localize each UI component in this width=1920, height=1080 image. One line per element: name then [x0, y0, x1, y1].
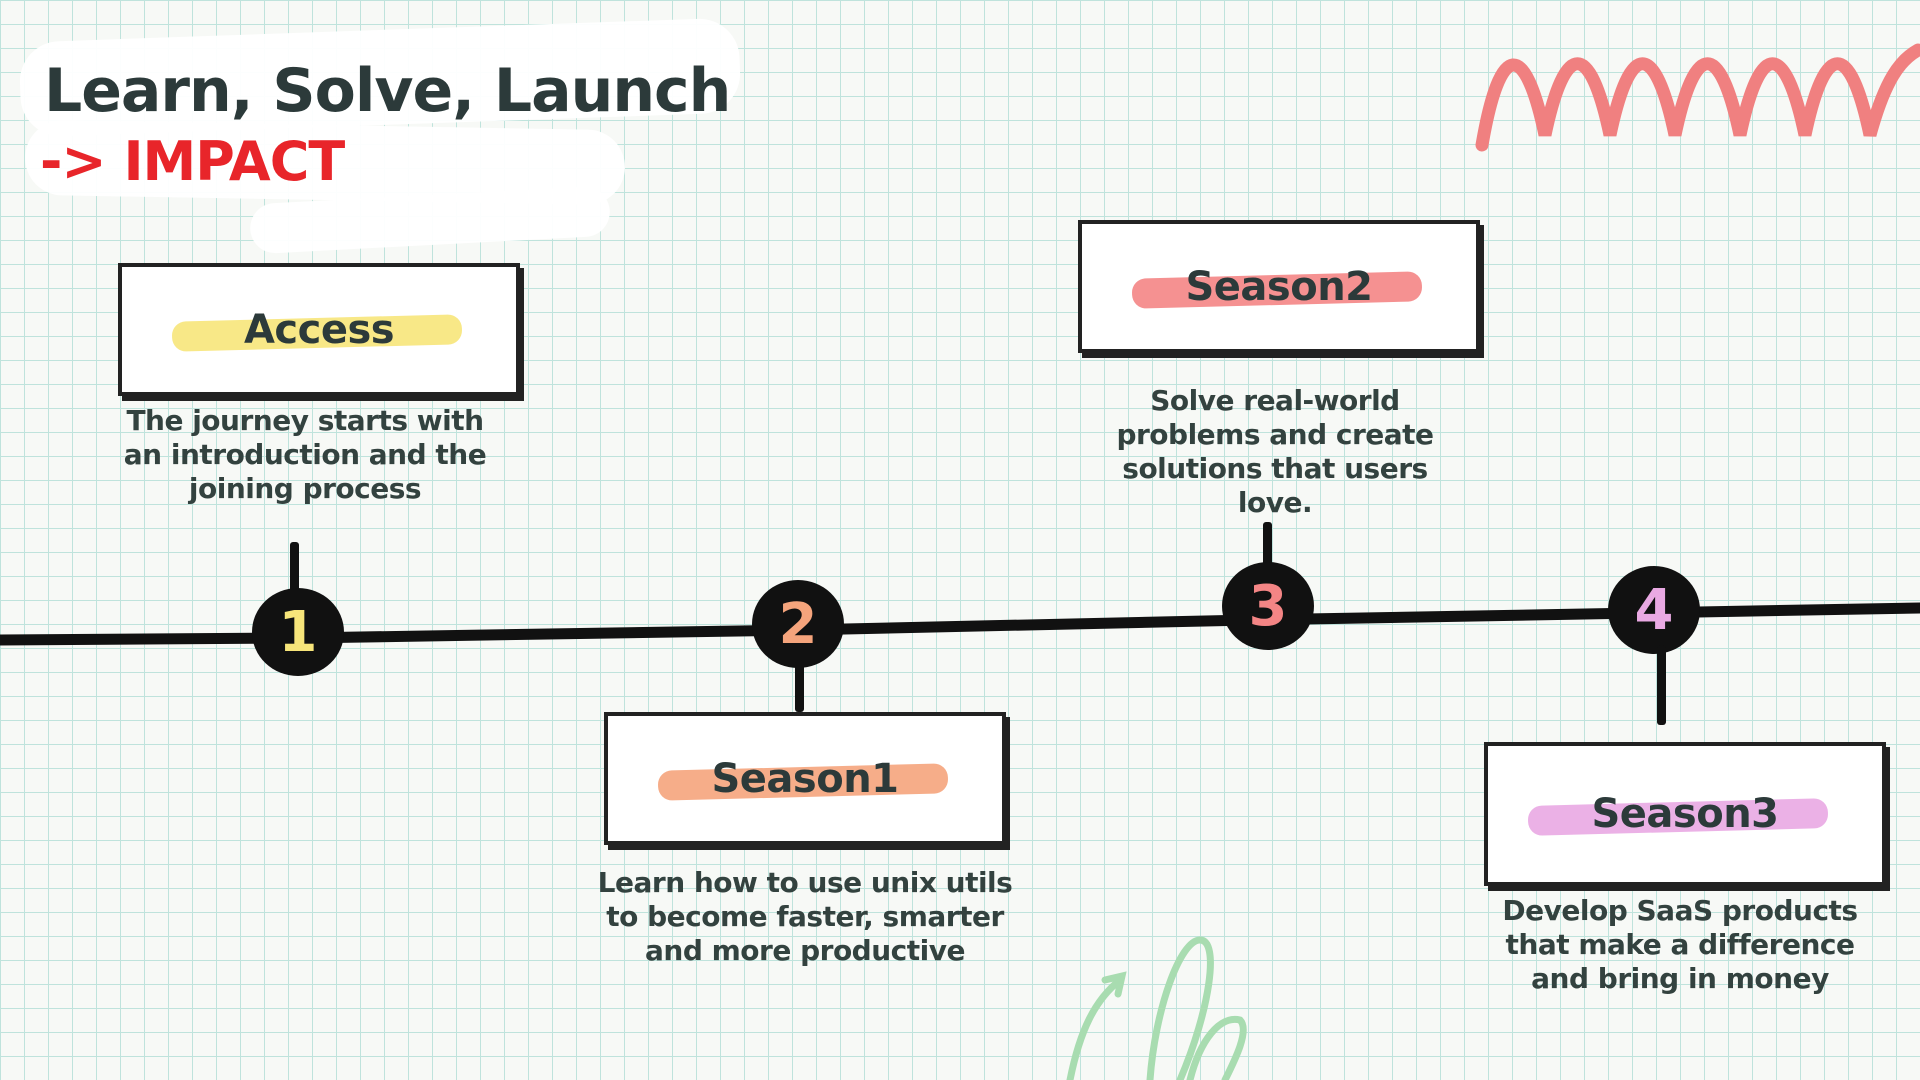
- milestone-number: 2: [778, 591, 818, 657]
- milestone-connector: [1263, 522, 1272, 572]
- milestone-node-1: 1: [252, 588, 344, 676]
- milestone-card-access: Access: [118, 263, 520, 396]
- milestone-card-season2: Season2: [1078, 220, 1480, 353]
- milestone-card-season1: Season1: [604, 712, 1006, 845]
- milestone-description: Solve real-world problems and create sol…: [1116, 384, 1434, 519]
- milestone-card-season3: Season3: [1484, 742, 1886, 886]
- milestone-number: 3: [1248, 573, 1288, 639]
- milestone-connector: [1657, 645, 1666, 725]
- milestone-label: Season2: [1185, 263, 1373, 310]
- milestone-node-4: 4: [1608, 566, 1700, 654]
- milestone-description: The journey starts with an introduction …: [123, 404, 487, 505]
- milestone-connector: [795, 660, 804, 712]
- zigzag-decoration: [1475, 43, 1920, 152]
- plant-sketch-decoration: [1066, 936, 1247, 1080]
- milestone-number: 4: [1634, 577, 1674, 643]
- milestone-label: Season3: [1591, 791, 1779, 837]
- milestone-number: 1: [278, 599, 318, 665]
- milestone-label: Access: [243, 306, 395, 353]
- milestone-label: Season1: [711, 755, 899, 802]
- page-title: Learn, Solve, Launch: [44, 56, 731, 126]
- milestone-node-2: 2: [752, 580, 844, 668]
- milestone-node-3: 3: [1222, 562, 1314, 650]
- milestone-connector: [290, 542, 299, 592]
- milestone-description: Develop SaaS products that make a differ…: [1502, 894, 1858, 995]
- milestone-description: Learn how to use unix utils to become fa…: [597, 866, 1013, 967]
- page-subtitle: -> IMPACT: [40, 130, 345, 193]
